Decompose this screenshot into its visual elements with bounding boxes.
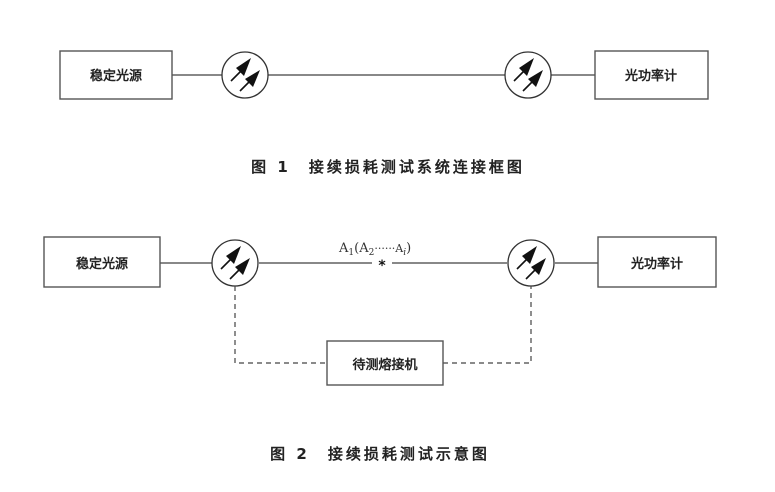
- figure-1: 稳定光源 光功率计 图 1 接续损耗测试系统连接框图: [59, 50, 709, 176]
- optical-power-meter-label: 光功率计: [624, 68, 677, 84]
- fusion-splicer-box: [326, 340, 444, 386]
- optical-coupler-icon: [221, 51, 269, 99]
- optical-coupler-icon: [507, 239, 555, 287]
- optical-coupler-icon: [211, 239, 259, 287]
- fusion-splicer-label: 待测熔接机: [351, 357, 417, 373]
- splice-point-marker: *: [378, 258, 386, 274]
- stable-light-source-label: 稳定光源: [90, 68, 142, 84]
- optical-power-meter-label: 光功率计: [630, 256, 683, 272]
- stable-light-source-box: [43, 236, 161, 288]
- splice-point-annotation: A1(A2······Ai): [338, 241, 411, 258]
- optical-power-meter-box: [597, 236, 717, 288]
- optical-power-meter-box: [594, 50, 709, 100]
- dashed-control-line: [234, 286, 327, 364]
- optical-coupler-icon: [504, 51, 552, 99]
- stable-light-source-label: 稳定光源: [76, 256, 128, 272]
- figure-2: 稳定光源 光功率计 A1(A2······Ai) * 待测熔接机 图 2 接续损…: [43, 236, 717, 463]
- dashed-control-line: [443, 286, 532, 364]
- figure-2-caption: 图 2 接续损耗测试示意图: [270, 445, 490, 463]
- figure-1-caption: 图 1 接续损耗测试系统连接框图: [251, 158, 525, 176]
- stable-light-source-box: [59, 50, 173, 100]
